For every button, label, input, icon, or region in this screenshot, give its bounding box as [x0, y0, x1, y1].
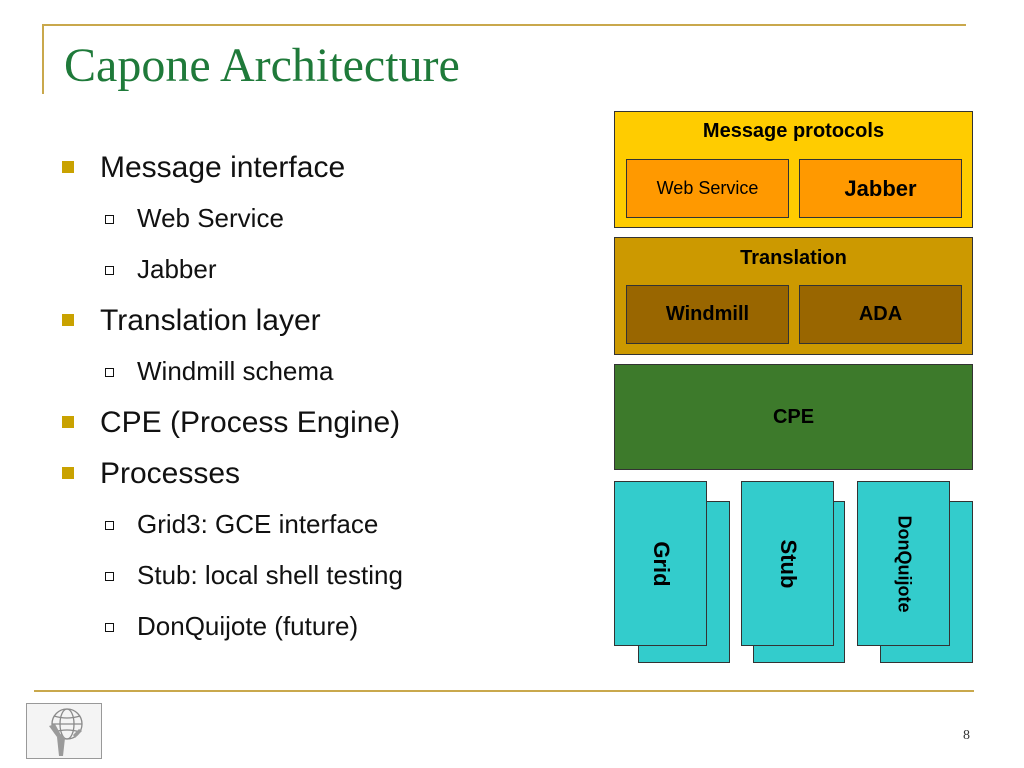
hollow-square-bullet-icon	[105, 215, 114, 224]
hollow-square-bullet-icon	[105, 266, 114, 275]
sub-bullet-item: Web Service	[62, 193, 582, 244]
bullet-text: DonQuijote (future)	[137, 611, 359, 641]
web-service-box: Web Service	[626, 159, 789, 218]
bullet-item: CPE (Process Engine)	[62, 397, 582, 448]
ada-box: ADA	[799, 285, 962, 344]
jabber-box: Jabber	[799, 159, 962, 218]
sub-bullet-item: Windmill schema	[62, 346, 582, 397]
bullet-text: Stub: local shell testing	[137, 560, 403, 590]
bullet-text: Translation layer	[100, 304, 321, 337]
stub-process-card: Stub	[741, 481, 834, 646]
slide-title: Capone Architecture	[64, 39, 460, 92]
sub-bullet-item: Grid3: GCE interface	[62, 499, 582, 550]
bullet-text: CPE (Process Engine)	[100, 406, 401, 439]
atlas-globe-icon	[26, 703, 102, 759]
bullet-text: Processes	[100, 457, 241, 490]
translation-label: Translation	[740, 247, 847, 269]
message-protocols-layer: Message protocols Web Service Jabber	[614, 111, 973, 228]
message-protocols-label: Message protocols	[702, 120, 885, 142]
bullet-item: Processes	[62, 448, 582, 499]
stub-label: Stub	[775, 539, 801, 588]
sub-bullet-item: Jabber	[62, 244, 582, 295]
windmill-box: Windmill	[626, 285, 789, 344]
bullet-text: Web Service	[137, 203, 284, 233]
bullet-list: Message interface Web Service Jabber Tra…	[62, 142, 582, 652]
frame-top-rule	[42, 24, 966, 26]
square-bullet-icon	[62, 161, 74, 173]
grid-process-card: Grid	[614, 481, 707, 646]
bullet-item: Message interface	[62, 142, 582, 193]
bullet-text: Message interface	[100, 151, 346, 184]
donquijote-process-card: DonQuijote	[857, 481, 950, 646]
hollow-square-bullet-icon	[105, 521, 114, 530]
bullet-text: Windmill schema	[137, 356, 334, 386]
grid-label: Grid	[648, 540, 674, 587]
sub-bullet-item: Stub: local shell testing	[62, 550, 582, 601]
translation-layer: Translation Windmill ADA	[614, 237, 973, 355]
hollow-square-bullet-icon	[105, 368, 114, 377]
square-bullet-icon	[62, 467, 74, 479]
frame-left-rule	[42, 24, 44, 94]
square-bullet-icon	[62, 314, 74, 326]
sub-bullet-item: DonQuijote (future)	[62, 601, 582, 652]
donquijote-label: DonQuijote	[894, 515, 914, 612]
cpe-label: CPE	[772, 405, 815, 428]
hollow-square-bullet-icon	[105, 572, 114, 581]
page-number: 8	[963, 728, 970, 743]
hollow-square-bullet-icon	[105, 623, 114, 632]
bullet-text: Jabber	[137, 254, 217, 284]
cpe-layer: CPE	[614, 364, 973, 470]
square-bullet-icon	[62, 416, 74, 428]
bullet-text: Grid3: GCE interface	[137, 509, 379, 539]
footer-rule	[34, 690, 974, 692]
bullet-item: Translation layer	[62, 295, 582, 346]
